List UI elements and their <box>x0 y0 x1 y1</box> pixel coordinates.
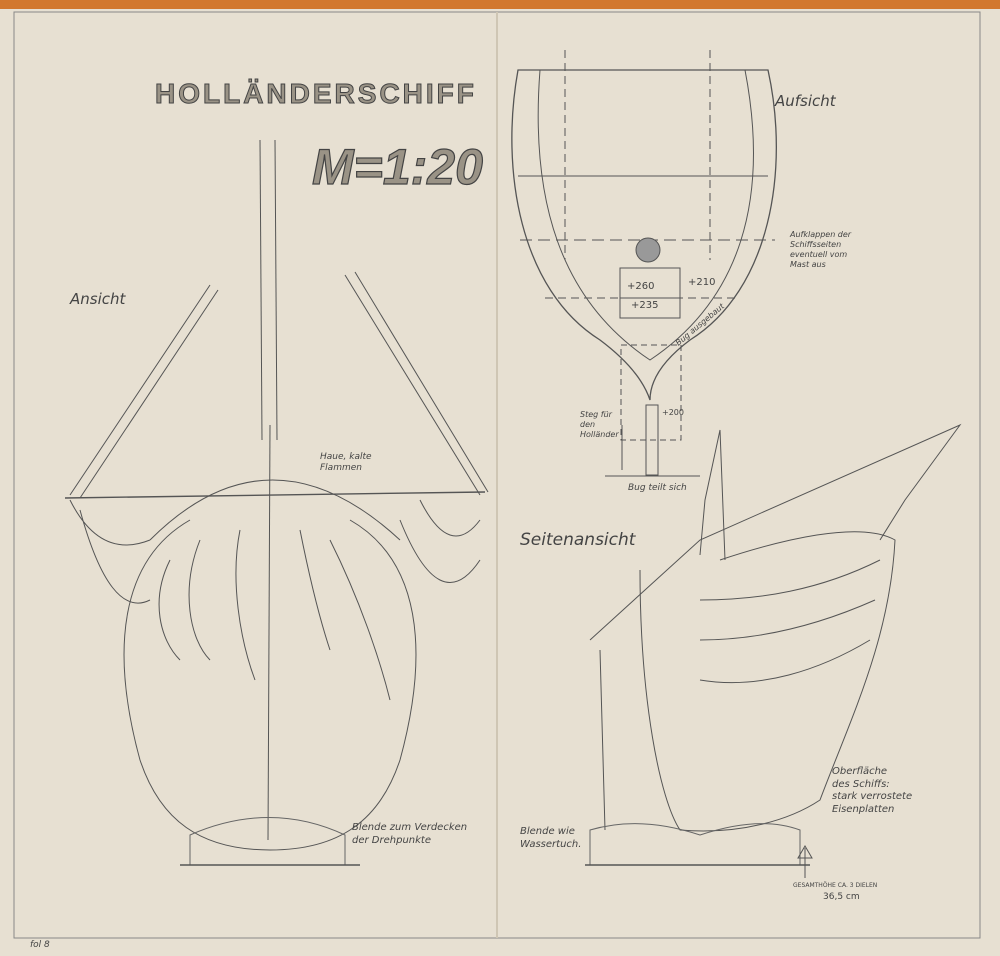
walkway-note: Steg für den Holländer <box>580 410 619 439</box>
height-note: GESAMTHÖHE CA. 3 DIELEN <box>793 882 878 889</box>
front-view-label: Ansicht <box>70 290 126 308</box>
flames-note: Haue, kalte Flammen <box>320 452 372 474</box>
dimension-200: +200 <box>662 408 684 417</box>
fold-note: Aufklappen der Schiffsseiten eventuell v… <box>790 230 852 269</box>
front-base-note: Blende zum Verdecken der Drehpunkte <box>352 822 468 846</box>
top-view-drawing <box>511 50 777 477</box>
side-base-note: Blende wie Wassertuch. <box>520 826 582 850</box>
sheet-edge-band <box>0 0 1000 9</box>
dimension-210: +210 <box>688 277 716 288</box>
scale-label: M=1:20 <box>311 138 483 195</box>
top-view-label: Aufsicht <box>775 92 836 110</box>
height-value: 36,5 cm <box>823 892 860 902</box>
side-view-label: Seitenansicht <box>520 530 636 550</box>
side-view-drawing <box>585 423 962 878</box>
surface-note: Oberfläche des Schiffs: stark verrostete… <box>832 766 913 815</box>
dimension-235: +235 <box>631 300 659 311</box>
bow-split-note: Bug teilt sich <box>628 483 687 493</box>
front-view-drawing <box>64 139 489 866</box>
dimension-260: +260 <box>627 281 655 292</box>
sheet-mark: fol 8 <box>30 940 50 950</box>
sheet-title: HOLLÄNDERSCHIFF <box>155 78 477 110</box>
